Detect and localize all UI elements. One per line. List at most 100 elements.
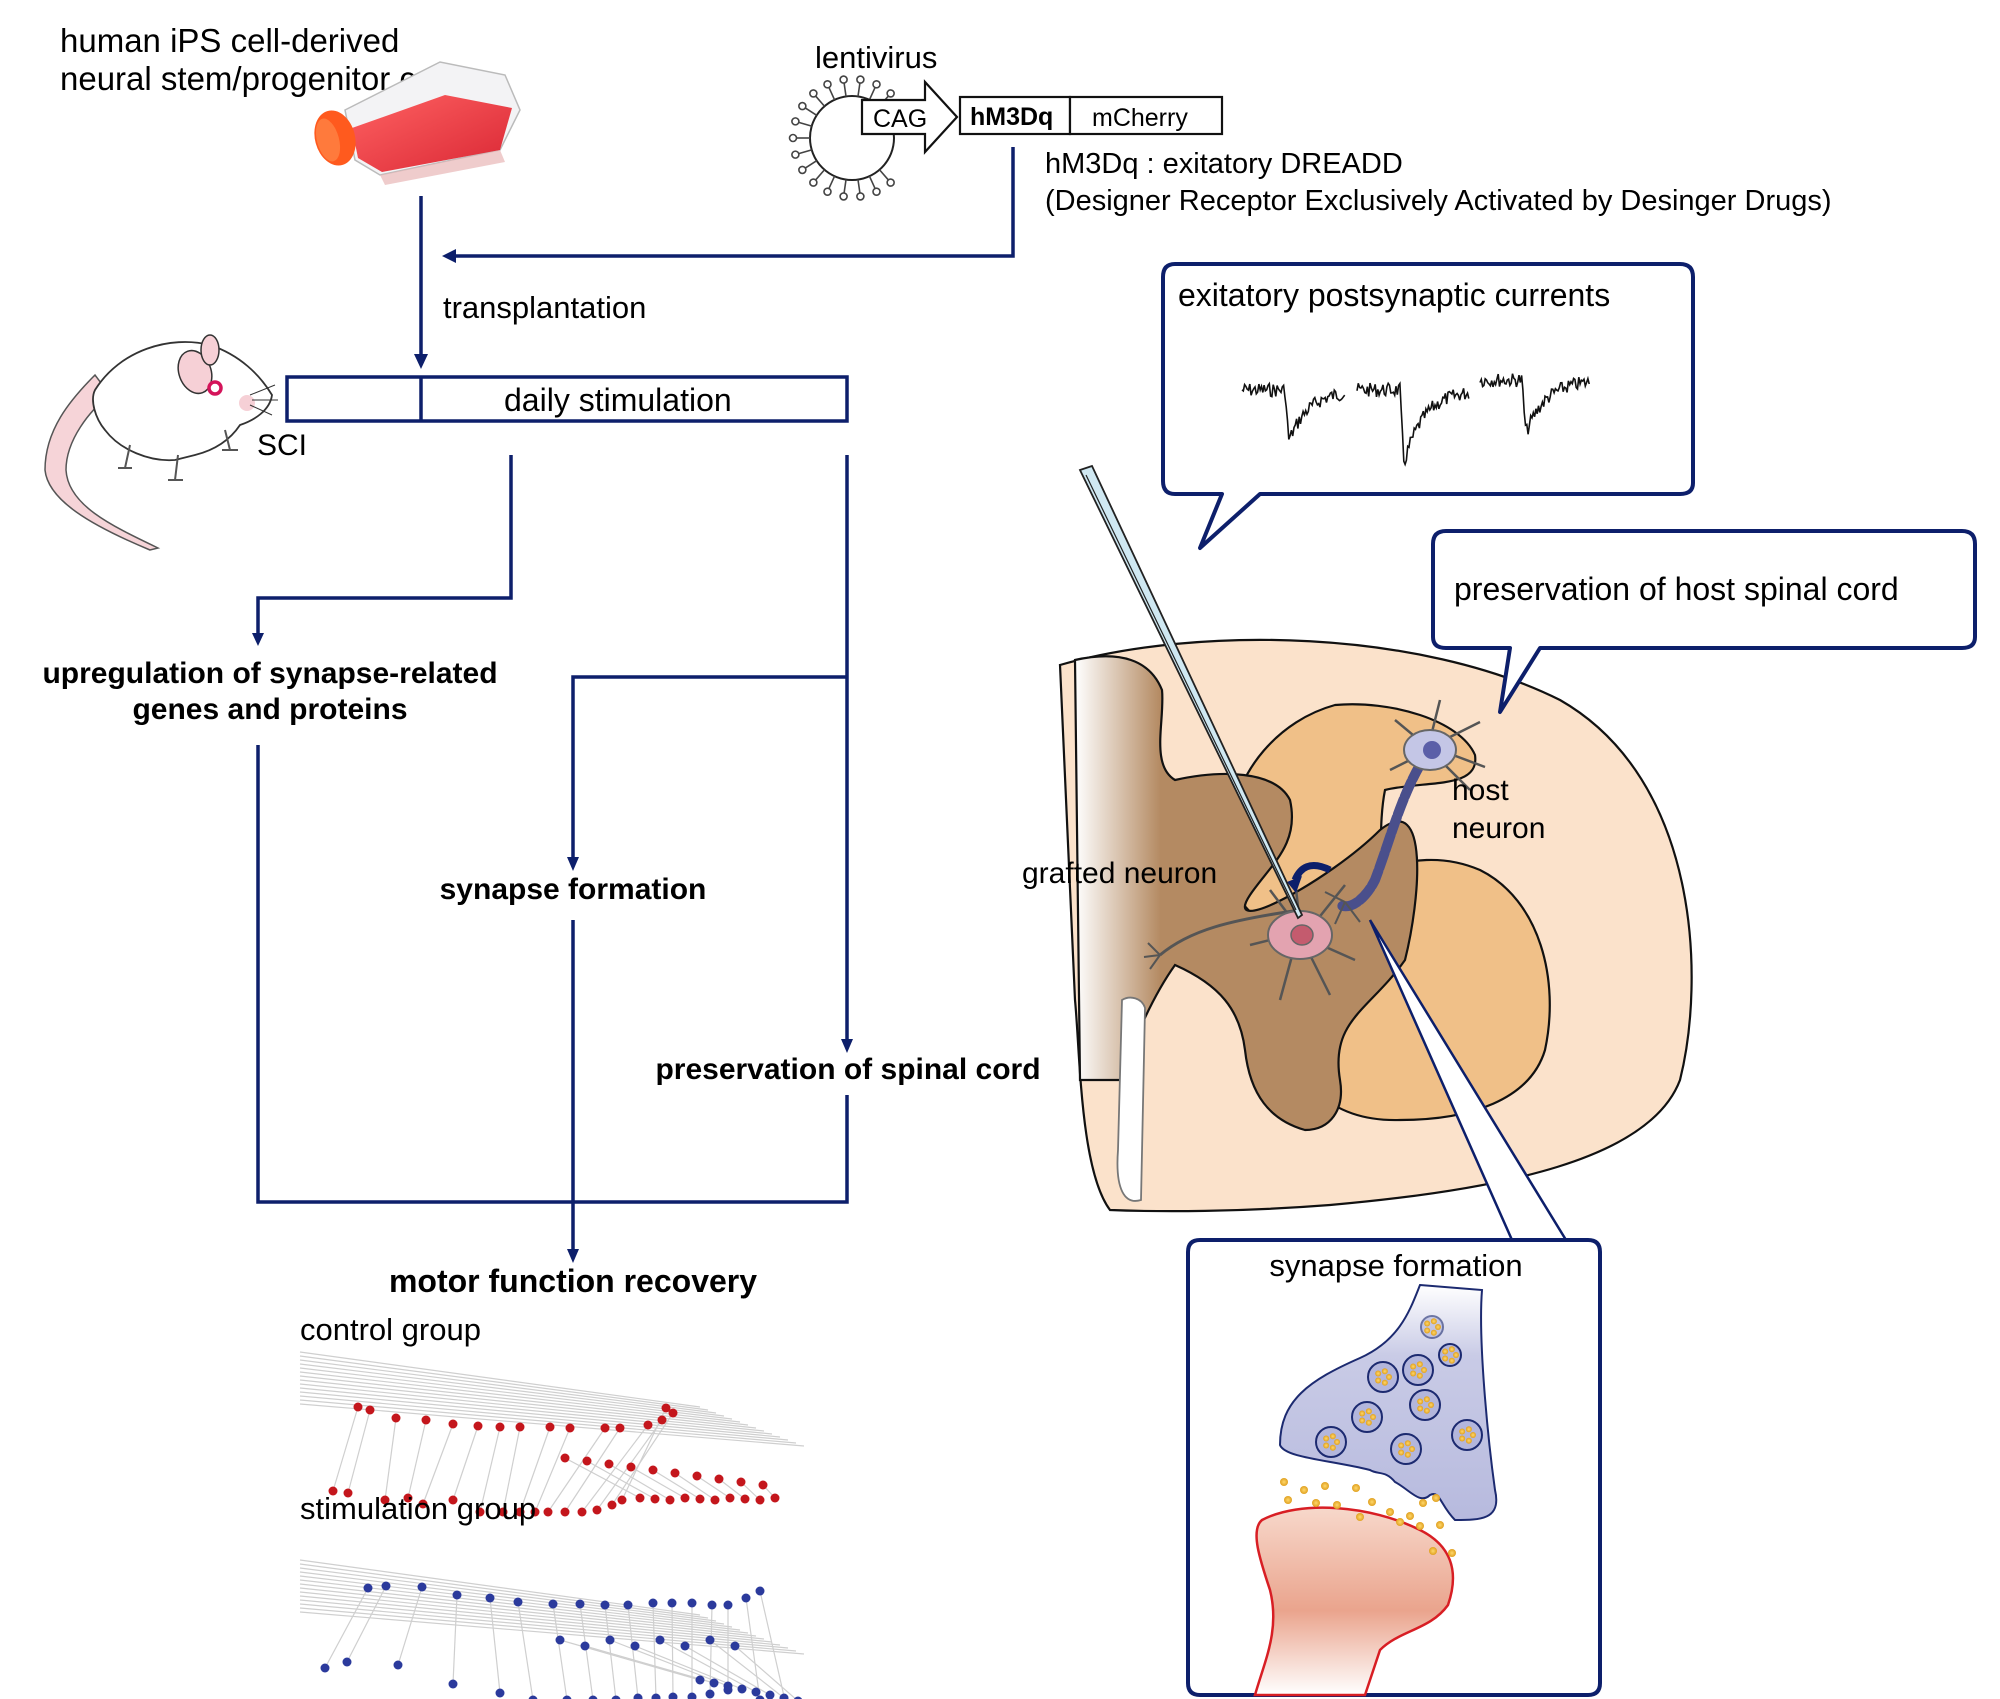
gait-joint-marker xyxy=(626,1462,636,1472)
gait-joint-marker xyxy=(779,1693,789,1699)
outcomes-merge-connector xyxy=(256,745,849,1204)
stimulation-group-gait-plot xyxy=(299,1559,805,1699)
motor-recovery-outcome: motor function recovery xyxy=(389,1263,757,1299)
gait-limb-segment xyxy=(564,1457,641,1499)
virus-spike-tip xyxy=(809,89,818,98)
gait-joint-marker xyxy=(770,1493,780,1503)
virus-spike-tip xyxy=(839,192,848,201)
synaptic-vesicle xyxy=(1367,1361,1399,1393)
mcherry-label: mCherry xyxy=(1092,104,1188,132)
gait-joint-marker xyxy=(515,1507,525,1517)
gait-joint-marker xyxy=(448,1419,458,1429)
branch-to-synapse-connector xyxy=(571,675,847,860)
upregulation-line2: genes and proteins xyxy=(132,693,407,726)
gait-joint-marker xyxy=(736,1477,746,1487)
gait-joint-marker xyxy=(588,1695,598,1699)
gait-joint-marker xyxy=(560,1453,570,1463)
control-group-gait-plot xyxy=(299,1351,805,1517)
gait-limb-segment xyxy=(630,1466,686,1499)
gait-limb-segment xyxy=(584,1645,715,1684)
virus-spike xyxy=(857,179,861,194)
synaptic-vesicle xyxy=(1402,1354,1434,1386)
gait-stick-line xyxy=(299,1611,805,1655)
virus-spike xyxy=(814,95,826,107)
cag-label: CAG xyxy=(873,105,927,133)
gait-joint-marker xyxy=(680,1493,690,1503)
epsc-trace xyxy=(1241,373,1590,467)
vesicle-cargo xyxy=(1359,1410,1366,1417)
gait-joint-marker xyxy=(709,1678,719,1688)
gait-joint-marker xyxy=(630,1641,640,1651)
vesicle-cargo xyxy=(1416,1361,1423,1368)
stimulation-group-label: stimulation group xyxy=(300,1491,536,1526)
gait-joint-marker xyxy=(380,1495,390,1505)
virus-spike xyxy=(828,175,836,190)
gait-limb-segment xyxy=(552,1603,568,1699)
neurotransmitter-dot xyxy=(1406,1512,1414,1520)
ventral-fissure xyxy=(1116,996,1146,1202)
gait-joint-marker xyxy=(495,1422,505,1432)
gait-joint-marker xyxy=(740,1494,750,1504)
virus-spike-tip xyxy=(856,192,865,201)
gait-joint-marker xyxy=(710,1495,720,1505)
vesicle-cargo xyxy=(1459,1428,1466,1435)
gait-joint-marker xyxy=(604,1459,614,1469)
gait-joint-marker xyxy=(513,1597,523,1607)
gait-limb-segment xyxy=(609,1639,729,1687)
gait-joint-marker xyxy=(448,1679,458,1689)
stimulation-to-upregulation-connector xyxy=(256,455,513,636)
gait-limb-segment xyxy=(384,1417,397,1501)
gait-joint-marker xyxy=(560,1507,570,1517)
gait-limb-segment xyxy=(407,1419,427,1499)
gait-joint-marker xyxy=(473,1421,483,1431)
neurotransmitter-dot xyxy=(1312,1499,1320,1507)
gait-limb-segment xyxy=(479,1426,501,1513)
vesicle-cargo xyxy=(1448,1357,1455,1364)
gait-joint-marker xyxy=(670,1468,680,1478)
gait-limb-segment xyxy=(604,1604,617,1699)
gait-joint-marker xyxy=(714,1474,724,1484)
gait-joint-marker xyxy=(687,1598,697,1608)
dreadd-note: hM3Dq : exitatory DREADD (Designer Recep… xyxy=(1045,148,1832,217)
vesicle-cargo xyxy=(1442,1348,1449,1355)
virus-spike-tip xyxy=(823,80,832,89)
synaptic-vesicles xyxy=(1315,1315,1483,1465)
grafted-neuron-icon xyxy=(1143,879,1356,1001)
vesicle-cargo xyxy=(1416,1372,1423,1379)
gait-joint-marker xyxy=(668,1692,678,1699)
epsc-label: exitatory postsynaptic currents xyxy=(1178,277,1610,313)
synaptic-vesicle xyxy=(1451,1419,1483,1451)
gait-joint-marker xyxy=(758,1480,768,1490)
recording-pipette-icon xyxy=(1078,464,1304,920)
neurotransmitter-dot xyxy=(1284,1496,1292,1504)
virus-spike xyxy=(868,175,876,190)
gait-joint-marker xyxy=(723,1600,733,1610)
gait-joint-marker xyxy=(723,1681,733,1691)
gait-limb-segment xyxy=(534,1427,571,1513)
vesicle-cargo xyxy=(1386,1374,1392,1380)
neurotransmitter-dot xyxy=(1419,1499,1427,1507)
gait-joint-marker xyxy=(648,1465,658,1475)
vesicle-cargo xyxy=(1410,1363,1417,1370)
gait-joint-marker xyxy=(353,1402,363,1412)
source-cells-line1: human iPS cell-derived xyxy=(60,22,399,59)
gait-joint-marker xyxy=(605,1635,615,1645)
gait-limb-segment xyxy=(581,1424,649,1513)
vesicle-cargo xyxy=(1359,1417,1366,1424)
neurotransmitter-dot xyxy=(1352,1484,1360,1492)
stimulation-timeline-bar: daily stimulation xyxy=(285,375,849,423)
gait-joint-marker xyxy=(475,1507,485,1517)
control-group-label: control group xyxy=(300,1312,481,1347)
vesicle-cargo xyxy=(1375,1377,1382,1384)
synapse-box-label: synapse formation xyxy=(1269,1248,1522,1283)
gait-joint-marker xyxy=(363,1583,373,1593)
gait-joint-marker xyxy=(635,1493,645,1503)
gait-stick-line xyxy=(299,1391,781,1438)
gait-joint-marker xyxy=(695,1675,705,1685)
gait-joint-marker xyxy=(592,1505,602,1515)
neurotransmitter-dot xyxy=(1396,1518,1404,1526)
cag-promoter-arrow xyxy=(860,79,959,155)
vesicle-cargo xyxy=(1323,1435,1330,1442)
vesicle-cargo xyxy=(1465,1437,1472,1444)
